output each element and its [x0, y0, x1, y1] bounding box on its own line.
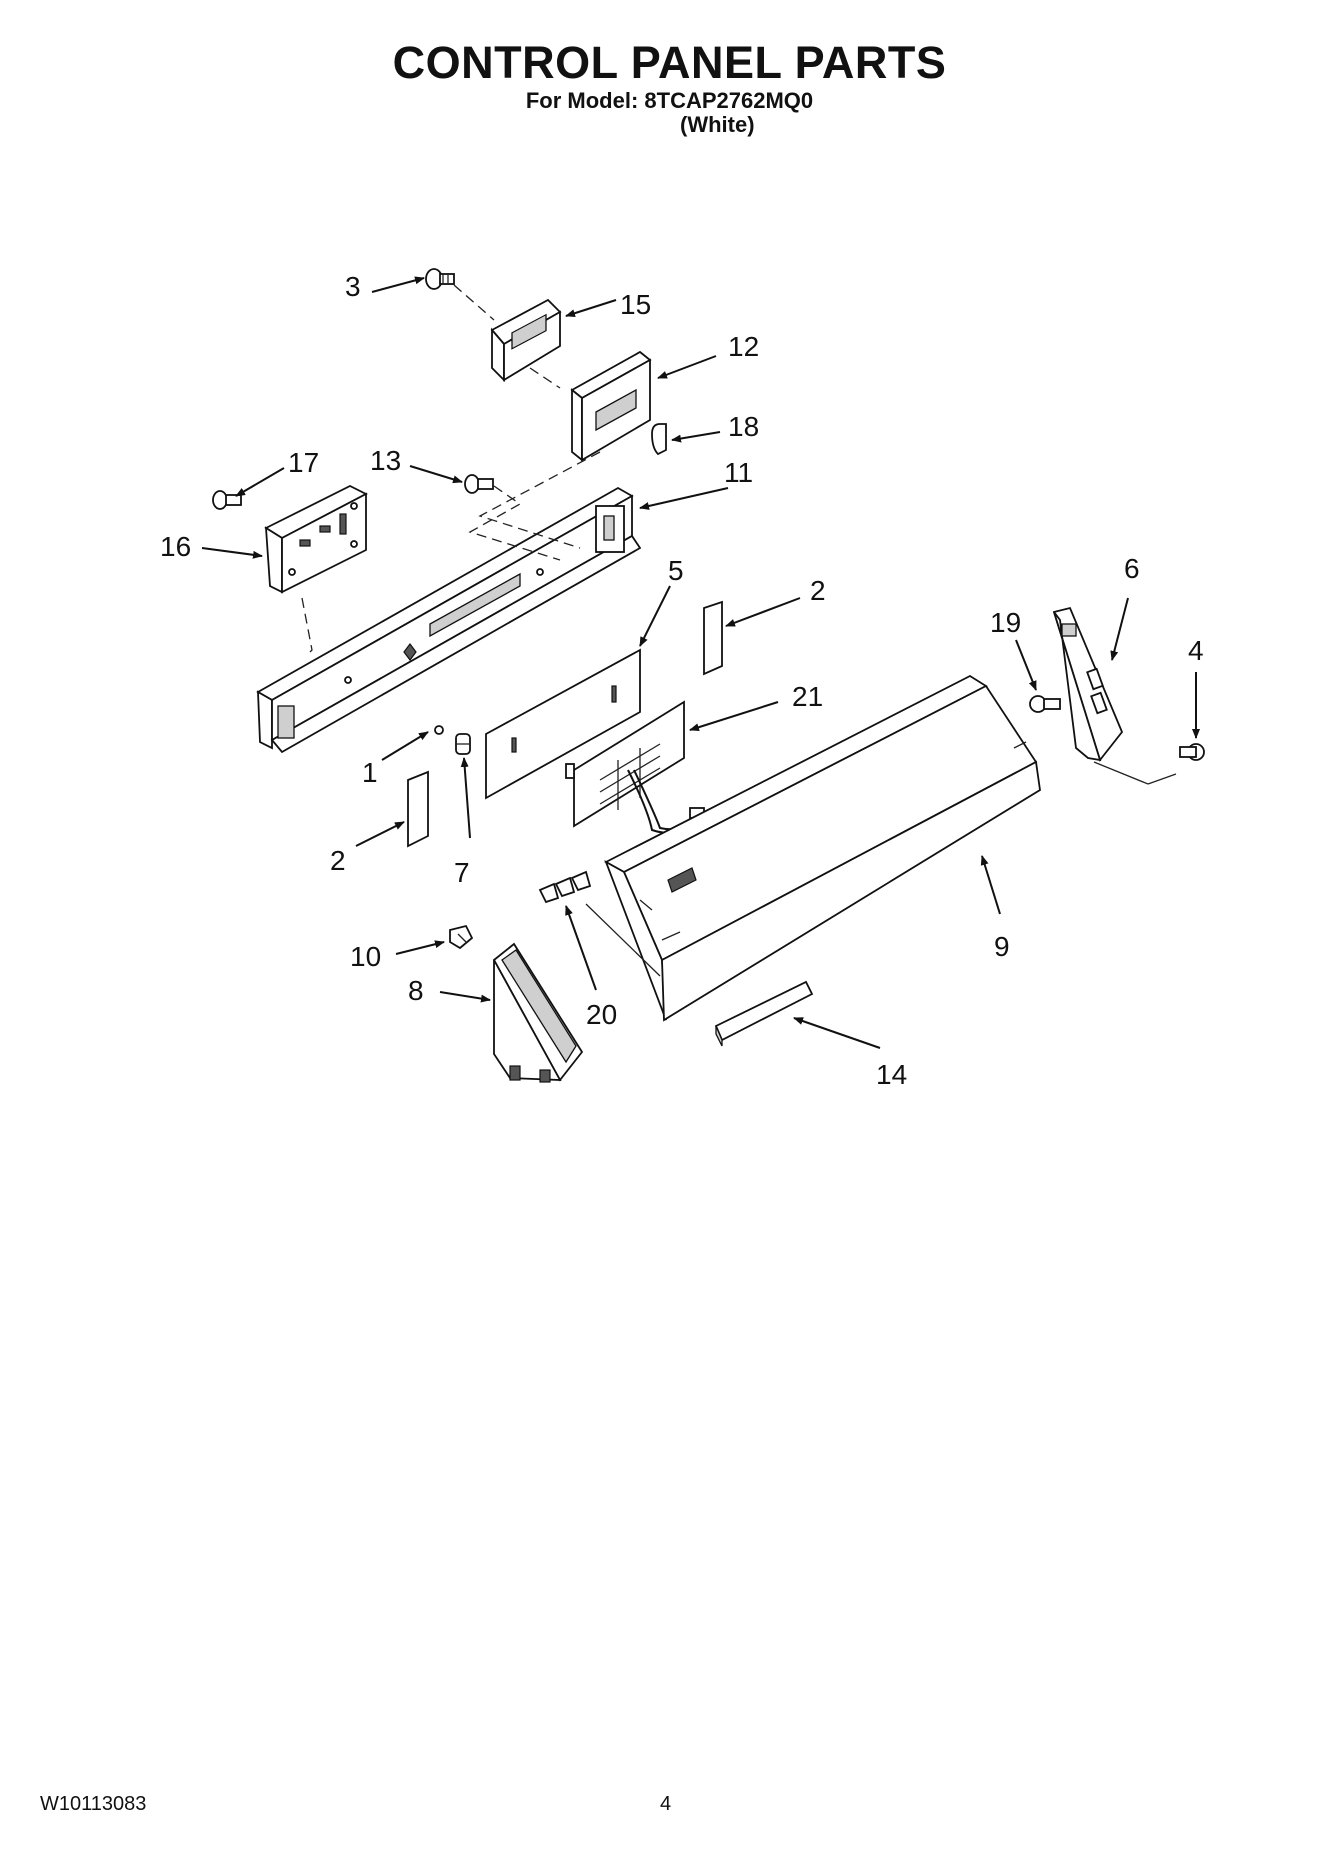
dash-line: [301, 597, 313, 653]
callout-2-bottom: 2: [330, 845, 346, 876]
part-1-spring: [434, 725, 444, 735]
part-18-clip: [651, 423, 667, 456]
callout-19: 19: [990, 607, 1021, 638]
part-17-screw: [212, 490, 242, 510]
part-2-label-bottom: [407, 770, 429, 848]
callout-14: 14: [876, 1059, 907, 1090]
callout-1: 1: [362, 757, 378, 788]
callout-17: 17: [288, 447, 319, 478]
part-3-screw: [425, 268, 455, 290]
part-5-overlay: [485, 648, 641, 800]
part-7-push-rod: [455, 733, 471, 755]
dash-line: [478, 451, 601, 549]
part-12-module: [570, 350, 652, 462]
callout-3: 3: [345, 271, 361, 302]
model-variant: (White): [680, 112, 755, 137]
dash-line: [529, 367, 561, 389]
callout-arrows: [201, 276, 1200, 1049]
model-line: For Model: 8TCAP2762MQ0: [525, 88, 814, 113]
document-number: W10113083: [40, 1793, 147, 1815]
dash-line: [468, 485, 561, 561]
callout-9: 9: [994, 931, 1010, 962]
page-title: CONTROL PANEL PARTS: [392, 37, 947, 88]
part-16-board: [264, 484, 368, 594]
page-number: 4: [660, 1793, 672, 1815]
callout-6: 6: [1124, 553, 1140, 584]
part-9-console: [604, 674, 1041, 1022]
part-19-screw: [1029, 695, 1061, 713]
callout-10: 10: [350, 941, 381, 972]
callout-11: 11: [724, 457, 753, 488]
callout-5: 5: [668, 555, 684, 586]
callout-15: 15: [620, 289, 651, 320]
part-13-screw: [464, 474, 494, 494]
callout-16: 16: [160, 531, 191, 562]
callout-2-top: 2: [810, 575, 826, 606]
part-10-clip: [449, 924, 474, 950]
part-8-end-cap: [492, 942, 584, 1083]
part-4-screw: [1179, 743, 1205, 761]
dash-line: [453, 284, 495, 321]
part-6-end-cap: [1052, 606, 1177, 785]
callout-4: 4: [1188, 635, 1204, 666]
callout-8: 8: [408, 975, 424, 1006]
part-20-keys: [538, 870, 661, 977]
callout-12: 12: [728, 331, 759, 362]
callout-18: 18: [728, 411, 759, 442]
callout-7: 7: [454, 857, 470, 888]
part-2-label-top: [703, 600, 723, 676]
part-11-panel-frame: [256, 486, 642, 754]
callout-21: 21: [792, 681, 823, 712]
callout-20: 20: [586, 999, 617, 1030]
part-15-bracket: [490, 298, 562, 383]
part-14-trim: [714, 980, 814, 1047]
callout-13: 13: [370, 445, 401, 476]
